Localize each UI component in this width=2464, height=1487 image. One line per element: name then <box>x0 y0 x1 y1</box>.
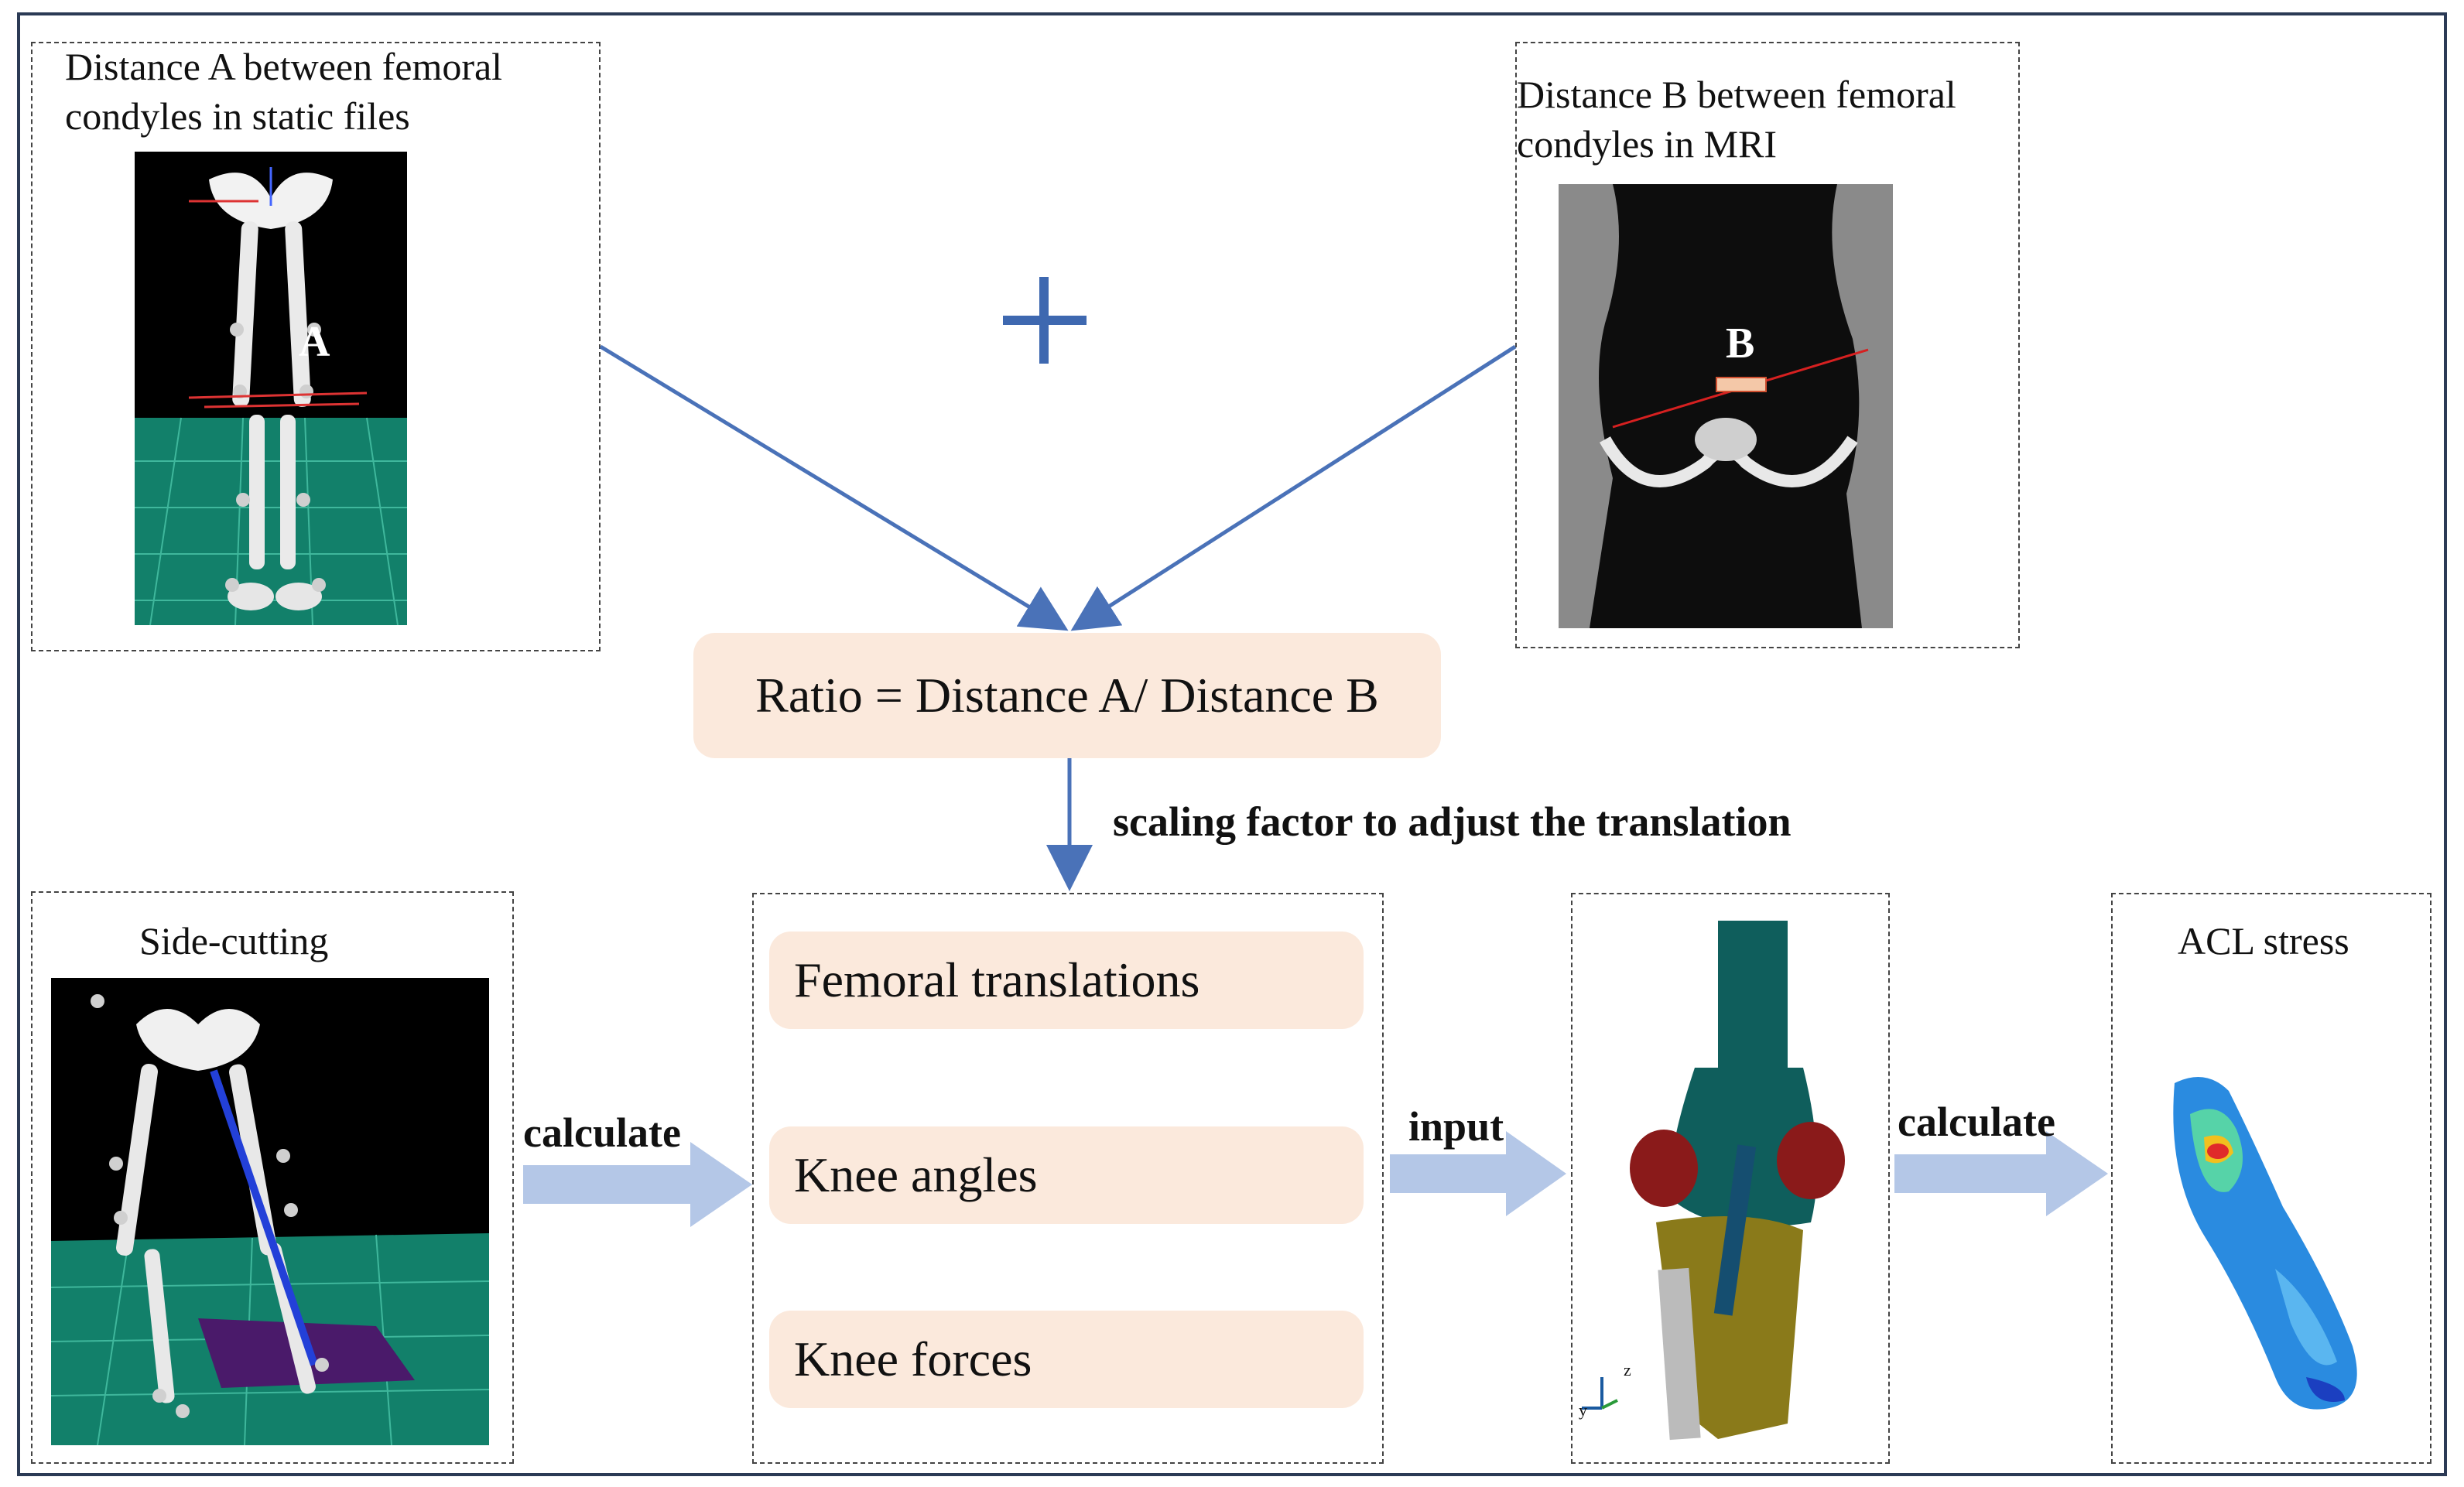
distance-a-marker: A <box>299 318 330 366</box>
distance-b-marker: B <box>1726 320 1755 367</box>
knee-model-box <box>1571 893 1890 1464</box>
scaling-note: scaling factor to adjust the translation <box>1113 798 1792 845</box>
input-arrow <box>1390 1131 1566 1216</box>
outputs-box <box>752 893 1384 1464</box>
calculate-label-2: calculate <box>1898 1099 2055 1145</box>
output-label: Knee forces <box>794 1331 1032 1386</box>
acl-stress-caption: ACL stress <box>2178 919 2349 962</box>
ratio-text: Ratio = Distance A/ Distance B <box>755 668 1379 723</box>
axis-z-label: z <box>1624 1360 1631 1379</box>
mri-caption-line2: condyles in MRI <box>1517 122 1778 166</box>
static-skeleton-image: A <box>135 152 407 625</box>
output-knee-angles: Knee angles <box>769 1126 1364 1224</box>
acl-stress-image <box>2159 1068 2384 1424</box>
knee-model-image: z y <box>1579 913 1881 1455</box>
static-caption-line2: condyles in static files <box>65 94 410 138</box>
plus-icon <box>1003 277 1087 364</box>
ratio-box: Ratio = Distance A/ Distance B <box>693 633 1441 758</box>
output-knee-forces: Knee forces <box>769 1311 1364 1408</box>
mri-caption-line1: Distance B between femoral <box>1517 73 1956 116</box>
calculate-arrow-2 <box>1894 1131 2108 1216</box>
axis-y-label: y <box>1579 1400 1587 1420</box>
input-label: input <box>1408 1103 1504 1150</box>
mri-box <box>1515 42 2020 648</box>
acl-stress-box <box>2111 893 2431 1464</box>
output-label: Knee angles <box>794 1147 1038 1202</box>
static-file-box <box>31 42 601 651</box>
calculate-label-1: calculate <box>523 1109 681 1156</box>
side-cutting-box <box>31 891 514 1464</box>
outer-frame <box>17 12 2447 1476</box>
calculate-arrow-1 <box>523 1142 752 1227</box>
side-cutting-image <box>51 978 489 1445</box>
mri-image: B <box>1559 184 1893 628</box>
static-caption-line1: Distance A between femoral <box>65 45 503 88</box>
side-cutting-caption: Side-cutting <box>139 919 329 962</box>
output-label: Femoral translations <box>794 952 1200 1007</box>
output-femoral-translations: Femoral translations <box>769 932 1364 1029</box>
